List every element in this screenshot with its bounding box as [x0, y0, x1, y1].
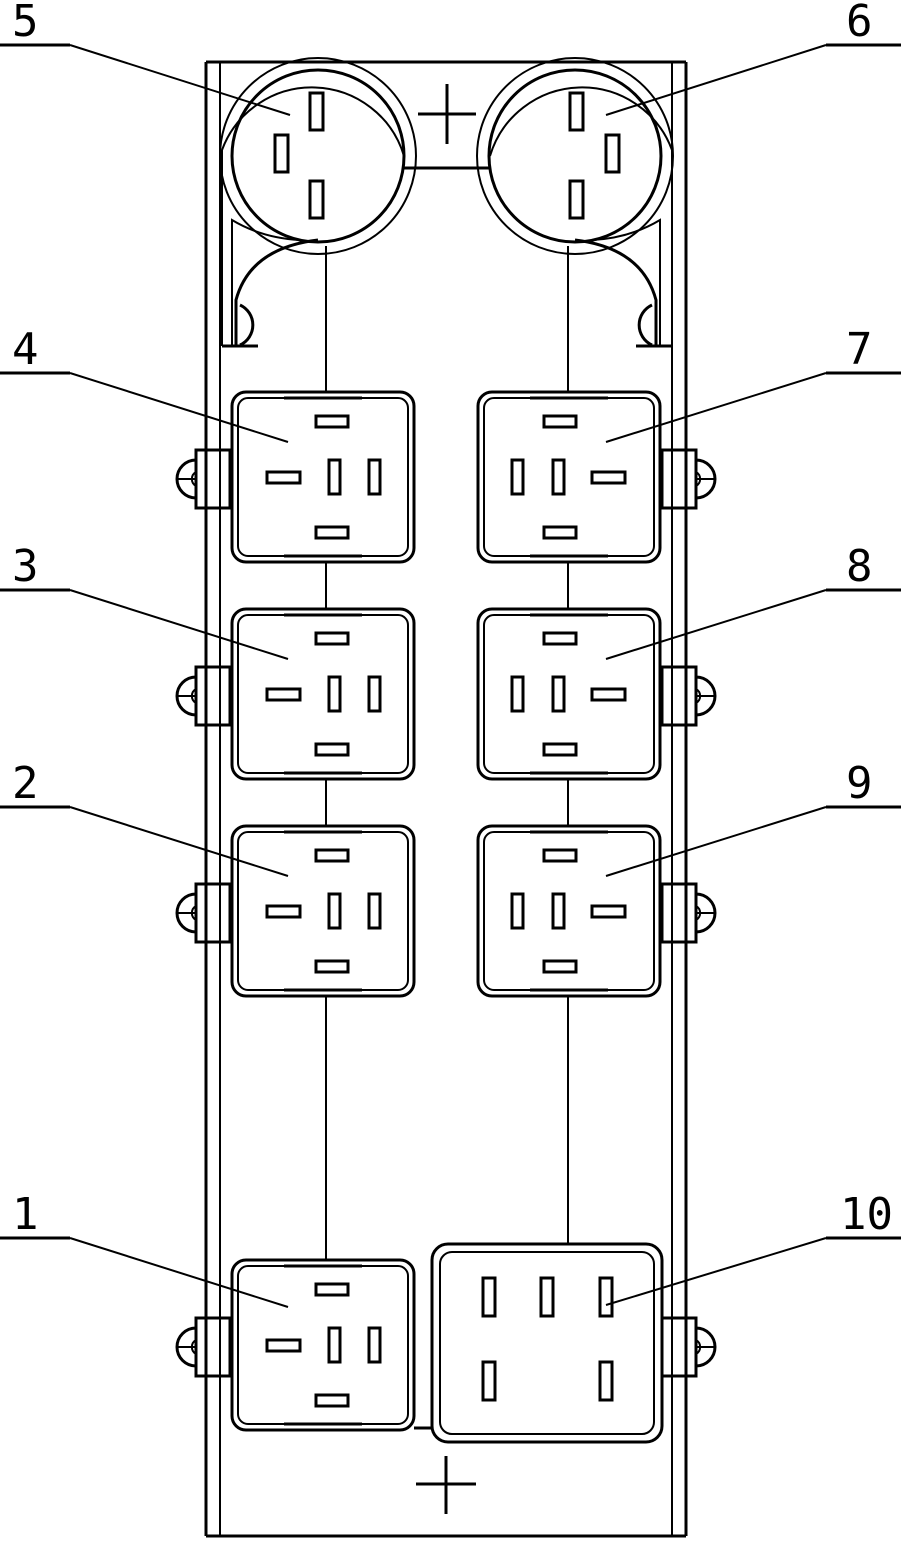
- svg-text:1: 1: [12, 1189, 39, 1240]
- svg-text:10: 10: [840, 1189, 893, 1240]
- svg-text:4: 4: [12, 324, 39, 375]
- socket-1: [175, 1258, 416, 1432]
- housing-frame: [204, 60, 688, 1538]
- callout-3: 3: [0, 541, 289, 660]
- svg-text:9: 9: [846, 758, 873, 809]
- socket-10: [430, 1242, 717, 1444]
- svg-text:3: 3: [12, 541, 39, 592]
- callout-7: 7: [605, 324, 901, 443]
- callout-6: 6: [605, 0, 901, 116]
- callout-9: 9: [605, 758, 901, 877]
- socket-8: [476, 607, 717, 781]
- round-socket-6: [476, 57, 674, 392]
- socket-9: [476, 824, 717, 998]
- round-socket-5: [219, 57, 417, 392]
- callout-2: 2: [0, 758, 289, 877]
- callout-10: 10: [605, 1189, 901, 1306]
- callout-4: 4: [0, 324, 289, 443]
- bottom-mounting-mark: [416, 1456, 476, 1514]
- svg-text:7: 7: [846, 324, 873, 375]
- svg-text:6: 6: [846, 0, 873, 47]
- callout-8: 8: [605, 541, 901, 660]
- svg-text:5: 5: [12, 0, 39, 47]
- top-mounting-mark: [418, 84, 476, 144]
- svg-text:2: 2: [12, 758, 39, 809]
- callout-1: 1: [0, 1189, 289, 1308]
- callout-5: 5: [0, 0, 291, 116]
- socket-7: [476, 390, 717, 564]
- svg-text:8: 8: [846, 541, 873, 592]
